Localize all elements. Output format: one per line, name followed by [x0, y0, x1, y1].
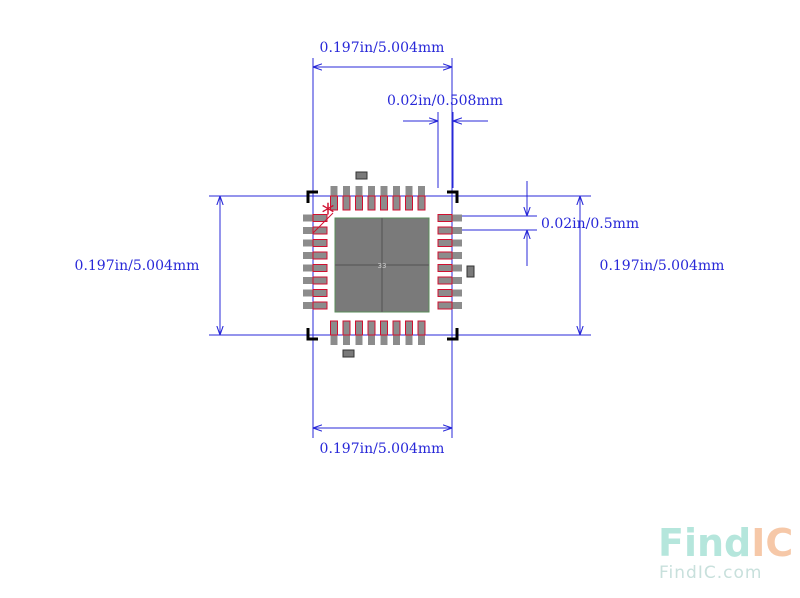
pin-bottom-outline — [417, 320, 426, 336]
extra-pad-right — [466, 265, 475, 278]
courtyard-corners — [306, 190, 459, 341]
pin-left — [303, 302, 327, 309]
center-pad: 33 — [334, 217, 430, 313]
pin-bottom — [393, 321, 400, 345]
pin-pitch-label: 0.02in/0.5mm — [541, 216, 639, 232]
pin-right-outline — [437, 251, 453, 260]
watermark-logo: FindIC — [658, 521, 793, 565]
pin-right — [438, 239, 462, 247]
pin-left — [303, 252, 327, 259]
pin-right — [438, 277, 462, 284]
pin-right-outline — [437, 239, 453, 247]
pin-bottom-outline — [355, 320, 363, 336]
pin-top — [330, 186, 338, 210]
pin-right — [438, 227, 462, 234]
pin-right — [438, 264, 462, 272]
pin-top-outline — [342, 195, 351, 211]
pin-top-outline — [380, 195, 388, 211]
pin-right-outline — [437, 276, 453, 285]
pin-bottom — [380, 321, 388, 345]
pin-left — [303, 264, 327, 272]
pin-left-outline — [312, 251, 328, 260]
pin-top-outline — [392, 195, 401, 211]
pin-top-outline — [367, 195, 376, 211]
center-pad-label: 33 — [378, 262, 387, 270]
pin-bottom — [355, 321, 363, 345]
pin-left-outline — [312, 239, 328, 247]
pin-left-outline — [312, 226, 328, 235]
pin-left — [303, 239, 327, 247]
pin1-diagonal — [312, 212, 334, 234]
pin-right-outline — [437, 289, 453, 297]
pin-right — [438, 302, 462, 309]
pin-bottom-outline — [367, 320, 376, 336]
dimension-lines — [209, 58, 591, 438]
pin-bottom — [343, 321, 350, 345]
pin-right-outline — [437, 264, 453, 272]
watermark-url: FindIC.com — [659, 563, 762, 583]
findic-watermark: FindIC FindIC.com — [658, 521, 793, 583]
bottom-width-label: 0.197in/5.004mm — [320, 441, 445, 457]
pin-left-outline — [312, 276, 328, 285]
pin-left-outline — [312, 264, 328, 272]
pin-top-outline — [417, 195, 426, 211]
top-width-label: 0.197in/5.004mm — [320, 40, 445, 56]
right-height-label: 0.197in/5.004mm — [600, 258, 725, 274]
pin-top — [380, 186, 388, 210]
pin-top-outline — [355, 195, 363, 211]
pin-top — [418, 186, 425, 210]
pin-top — [393, 186, 400, 210]
pin-top — [368, 186, 375, 210]
pin-top — [343, 186, 350, 210]
pin-right — [438, 289, 462, 297]
pin-width-label: 0.02in/0.508mm — [387, 93, 503, 109]
pin-right-outline — [437, 301, 453, 310]
pin-bottom-outline — [380, 320, 388, 336]
pin-left-outline — [312, 214, 328, 222]
pin-right-outline — [437, 226, 453, 235]
pin-top — [355, 186, 363, 210]
pin-bottom-outline — [405, 320, 413, 336]
pin-left-outline — [312, 301, 328, 310]
pin-right-outline — [437, 214, 453, 222]
pin-left-outline — [312, 289, 328, 297]
left-height-label: 0.197in/5.004mm — [75, 258, 200, 274]
pin-top — [405, 186, 413, 210]
extra-pad-top — [355, 171, 368, 180]
pin-bottom — [418, 321, 425, 345]
pin-left — [303, 277, 327, 284]
pin-bottom — [368, 321, 375, 345]
pin-top-outline — [330, 195, 338, 211]
pin-right — [438, 214, 462, 222]
pin-bottom-outline — [330, 320, 338, 336]
pin1-marker: * — [322, 199, 335, 229]
pin-left — [303, 214, 327, 222]
pin-bottom — [330, 321, 338, 345]
pin-left — [303, 289, 327, 297]
pin-top-outline — [405, 195, 413, 211]
pin-bottom — [405, 321, 413, 345]
pin-group — [303, 186, 462, 345]
pin-bottom-outline — [392, 320, 401, 336]
extra-pad-bottom — [342, 349, 355, 358]
pin-right — [438, 252, 462, 259]
pin-bottom-outline — [342, 320, 351, 336]
